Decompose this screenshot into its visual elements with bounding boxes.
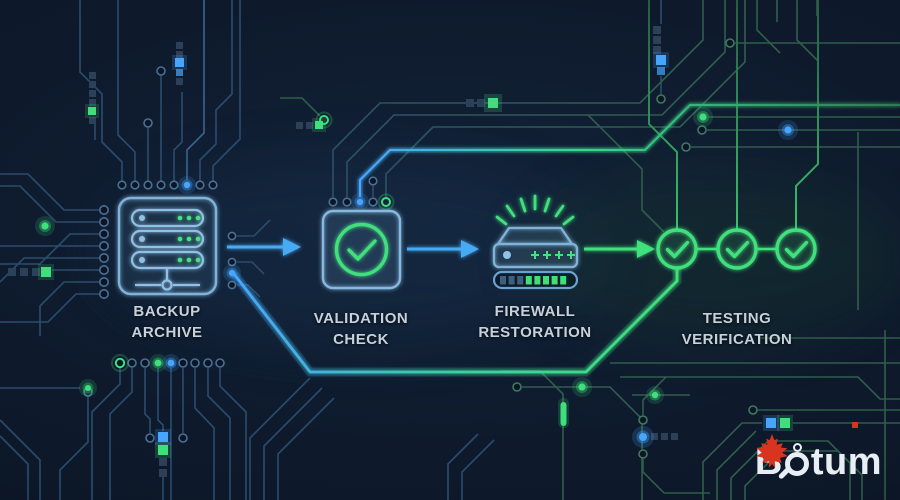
stage-label-line: RESTORATION (478, 324, 592, 342)
stage-label-line: VALIDATION (313, 310, 409, 327)
stage-label-firewall-restoration: FIREWALL RESTORATION (445, 301, 625, 344)
stage-label-line: BACKUP (133, 303, 201, 320)
stage-label-backup-archive: BACKUP ARCHIVE (77, 301, 257, 344)
stage-label-line: TESTING (702, 310, 772, 327)
stage-label-line: FIREWALL (494, 303, 576, 320)
triple-check-icon (656, 228, 817, 270)
logo-letters-tum: tum (810, 441, 882, 483)
logo-red-square-icon (852, 422, 858, 428)
stage-label-line: VERIFICATION (681, 331, 793, 349)
stage-label-line: ARCHIVE (131, 324, 203, 342)
check-badge-icon (321, 209, 402, 290)
server-stack-icon (117, 196, 218, 296)
stage-label-validation-check: VALIDATION CHECK (271, 308, 451, 351)
stage-label-testing-verification: TESTING VERIFICATION (647, 308, 827, 351)
stage-label-line: CHECK (333, 331, 389, 349)
maple-leaf-icon (756, 434, 788, 468)
